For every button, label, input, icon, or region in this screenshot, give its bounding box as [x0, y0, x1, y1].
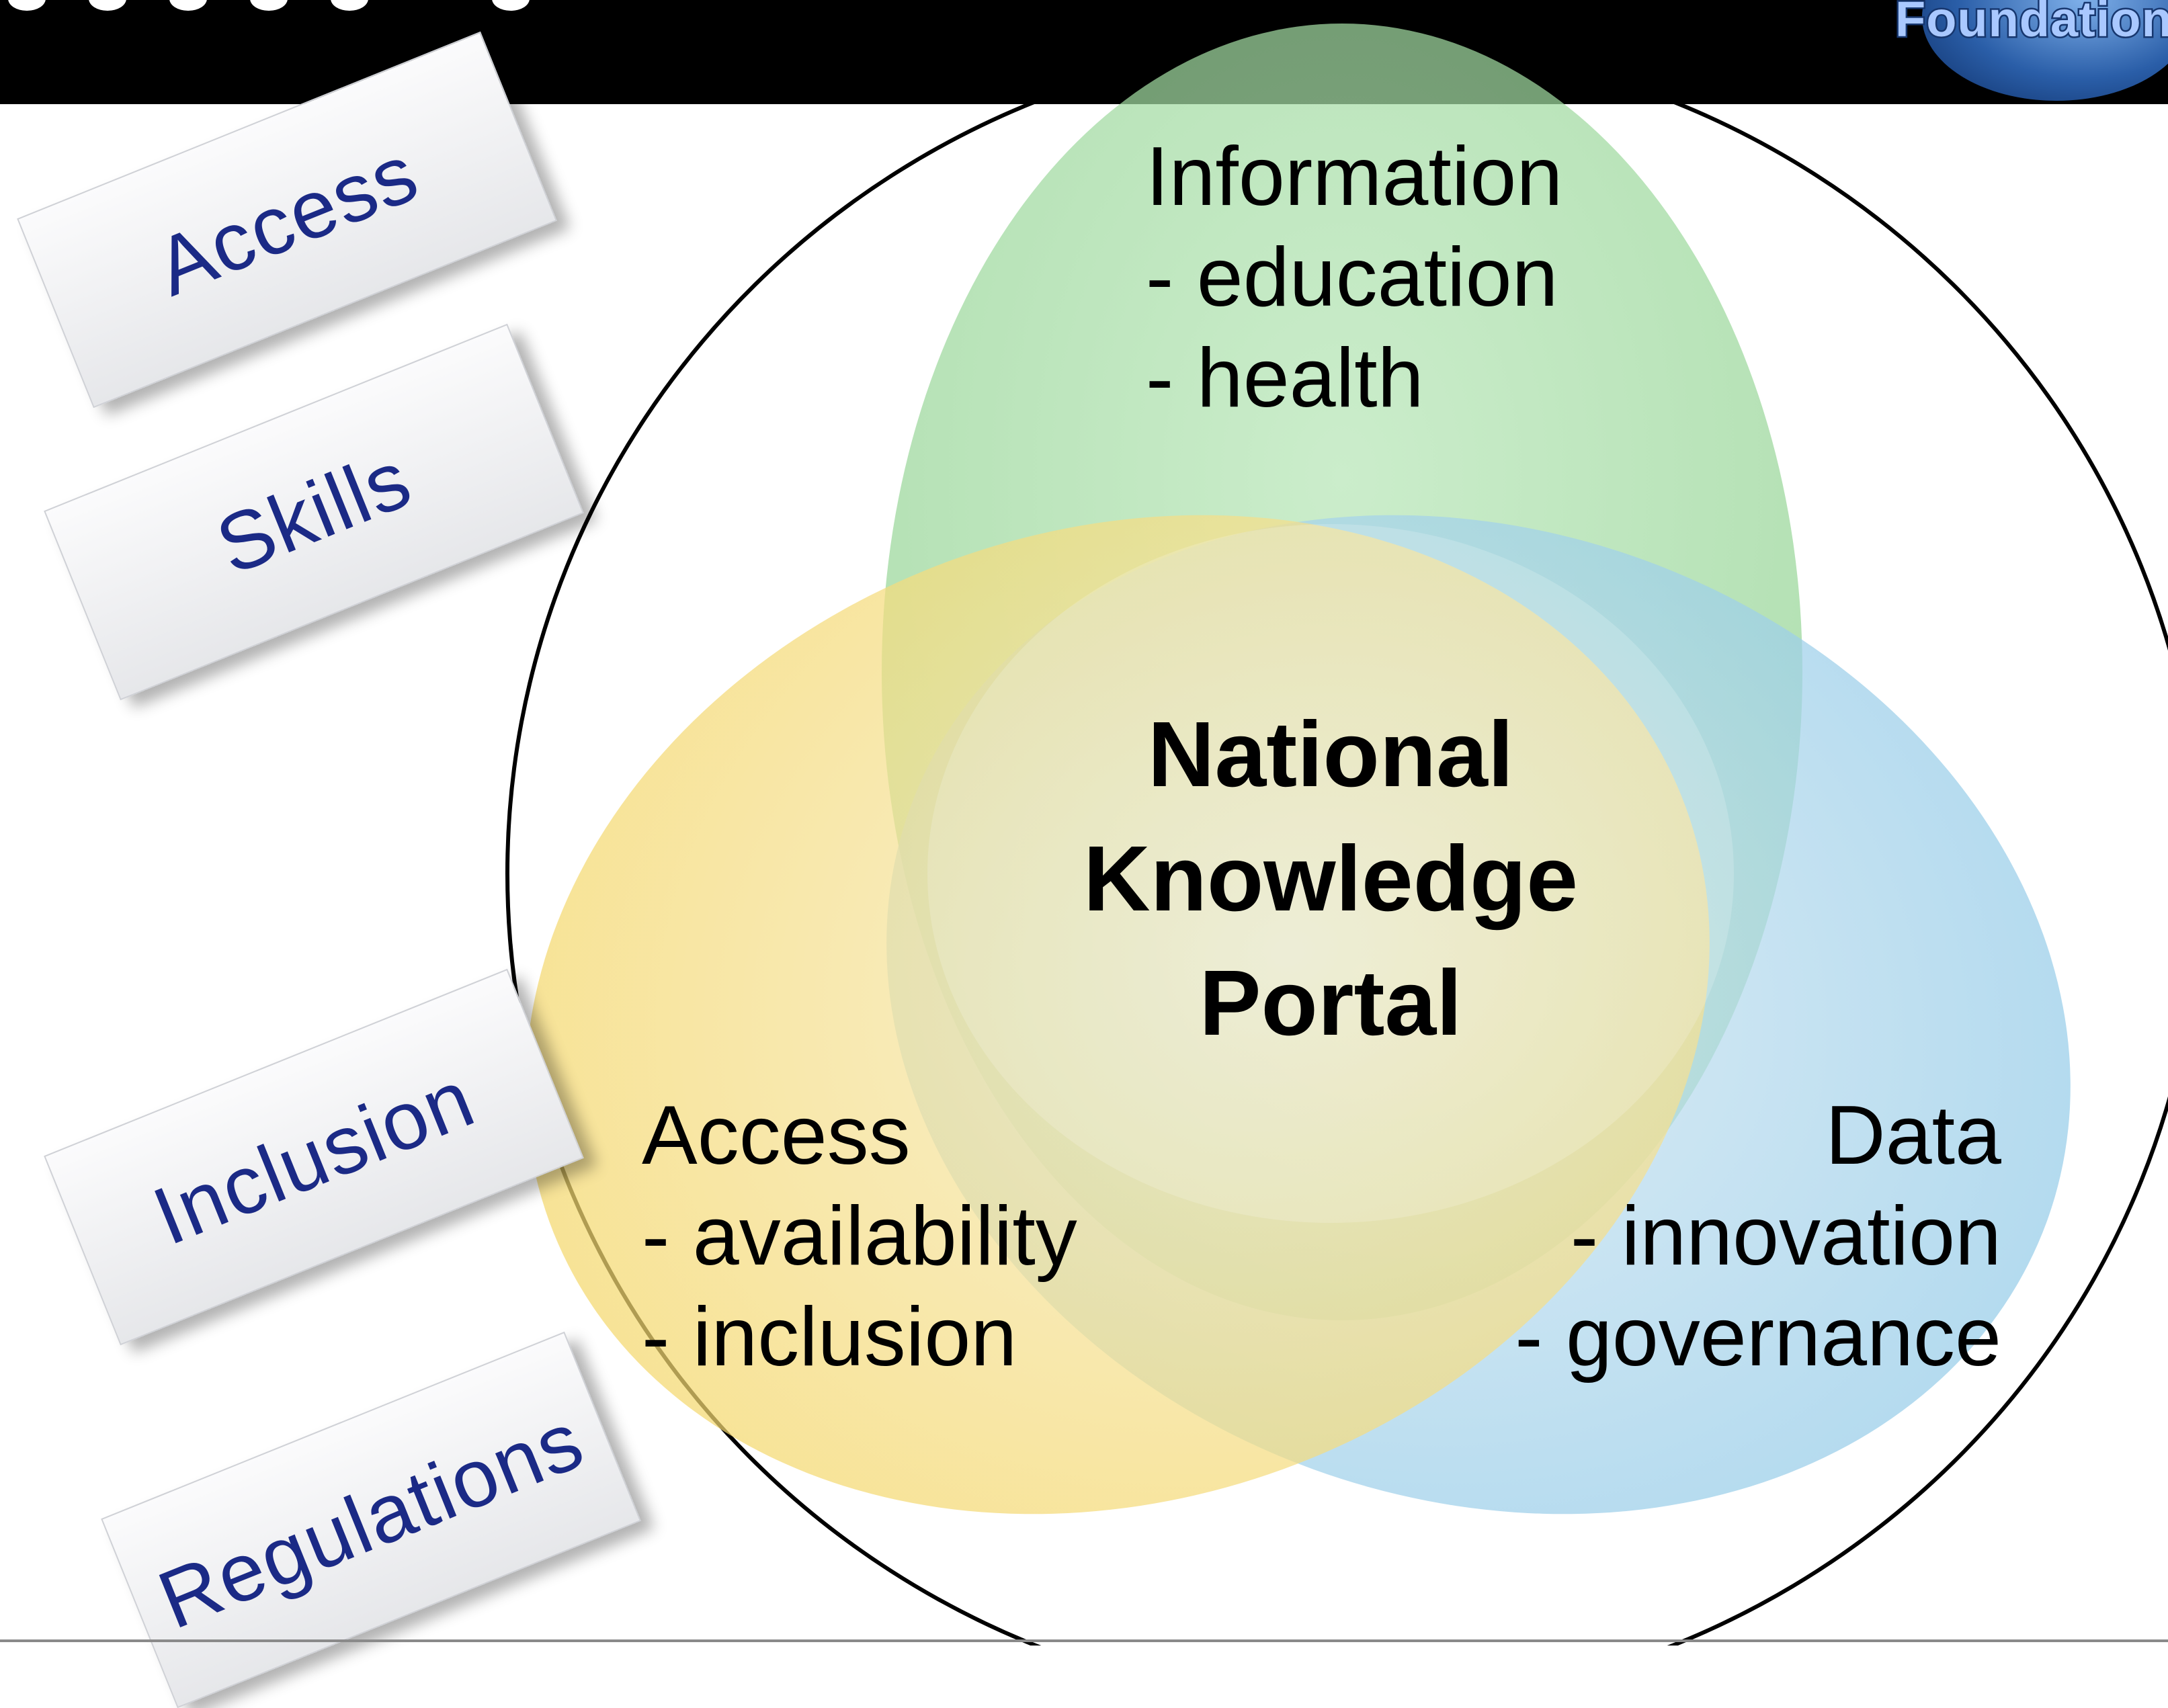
venn-right-line-3: - governance	[1515, 1291, 2001, 1383]
venn-center-highlight	[927, 524, 1734, 1223]
header-bar	[0, 0, 2168, 104]
venn-left-text: Access - availability - inclusion	[642, 1089, 1077, 1383]
side-label-skills-text: Skills	[204, 432, 424, 592]
venn-top-line-2: - education	[1146, 231, 1558, 324]
side-label-access-text: Access	[143, 126, 431, 313]
bottom-rule	[0, 1639, 2168, 1642]
cut-title-glyphs	[8, 0, 530, 11]
venn-center-text: National Knowledge Portal	[1083, 703, 1578, 1055]
venn-left-line-3: - inclusion	[642, 1291, 1017, 1383]
venn-right-line-2: - innovation	[1571, 1190, 2001, 1283]
venn-center-line-1: National	[1148, 703, 1513, 806]
venn-right-line-1: Data	[1825, 1089, 2001, 1182]
venn-center-line-2: Knowledge	[1083, 827, 1578, 931]
logo-text: Foundation	[1894, 0, 2168, 49]
venn-top-text: Information - education - health	[1146, 130, 1562, 425]
venn-left-ellipse	[526, 515, 1710, 1514]
venn-left-line-2: - availability	[642, 1190, 1077, 1283]
foundation-logo: Foundation	[1862, 0, 2168, 101]
venn-center-line-3: Portal	[1199, 951, 1462, 1055]
venn-diagram: Information - education - health Nationa…	[0, 0, 2168, 1646]
venn-top-line-1: Information	[1146, 130, 1562, 223]
venn-right-text: Data - innovation - governance	[1515, 1089, 2001, 1383]
venn-left-line-1: Access	[642, 1089, 911, 1182]
venn-top-line-3: - health	[1146, 332, 1424, 425]
